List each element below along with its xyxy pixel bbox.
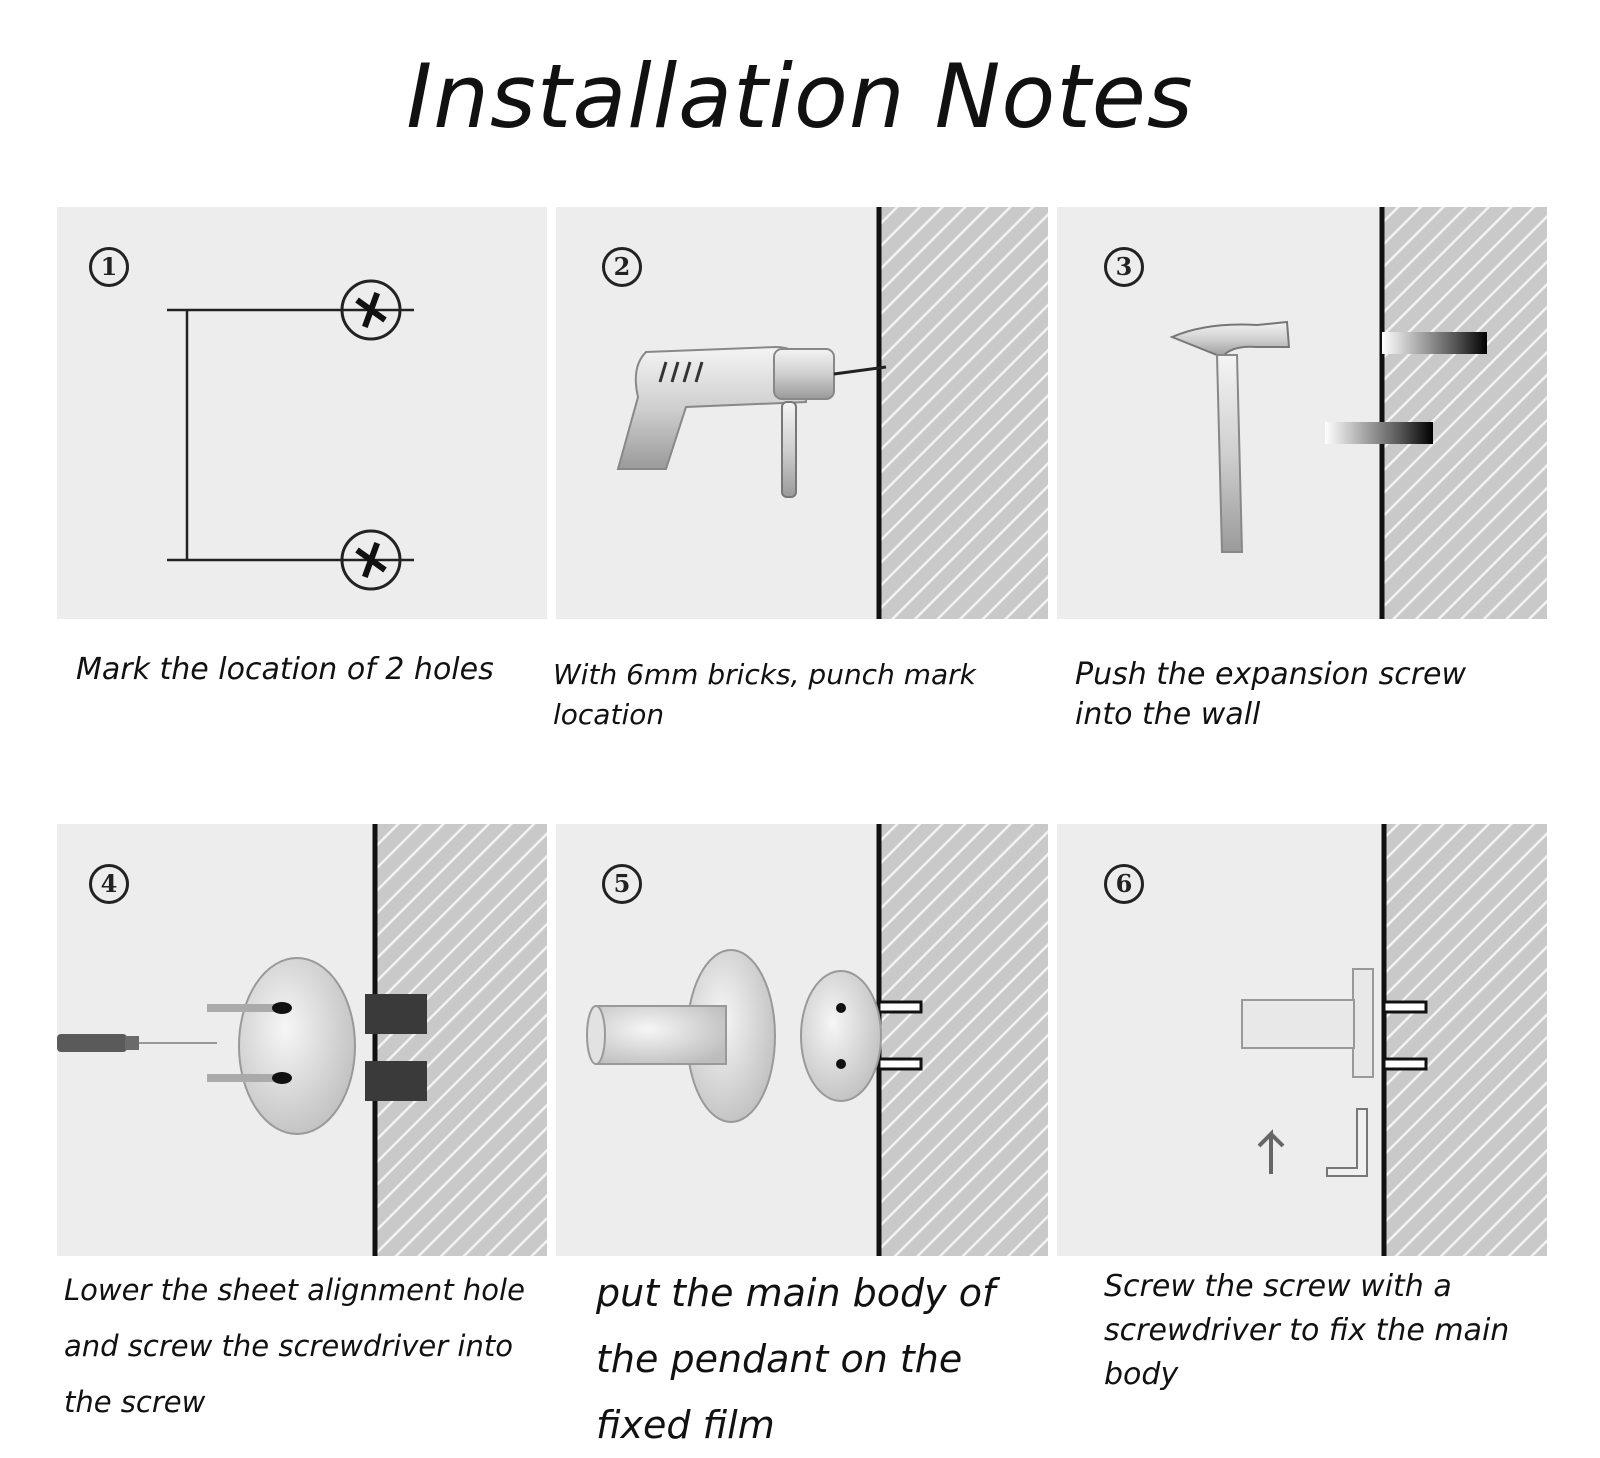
hammer-diagram — [1169, 207, 1547, 619]
mount-plate-icon — [800, 970, 882, 1102]
step-number: 6 — [1104, 864, 1144, 904]
step-6-panel: 6 — [1057, 824, 1547, 1256]
mark-holes-diagram — [167, 279, 414, 591]
allen-key-icon — [1326, 1108, 1368, 1177]
step-1-caption: Mark the location of 2 holes — [76, 652, 494, 687]
mount-plate-icon — [207, 957, 356, 1135]
step-1-panel: 1 — [57, 207, 547, 619]
step-number: 5 — [602, 864, 642, 904]
step-3-caption: Push the expansion screw into the wall — [1075, 657, 1467, 732]
step-2-caption: With 6mm bricks, punch mark location — [553, 658, 976, 731]
screw-mark-icon — [340, 529, 402, 591]
screwdriver-icon — [57, 1034, 217, 1052]
pendant-body-icon — [1241, 968, 1374, 1078]
step-4-panel: 4 — [57, 824, 547, 1256]
screwdriver-diagram — [57, 824, 547, 1256]
arrow-up-icon — [1257, 1129, 1285, 1174]
drill-icon — [616, 345, 887, 498]
step-3-panel: 3 — [1057, 207, 1547, 619]
step-2-panel: 2 — [556, 207, 1048, 619]
hammer-icon — [1169, 320, 1291, 553]
drill-diagram — [616, 207, 1048, 619]
step-number: 2 — [602, 247, 642, 287]
step-5-panel: 5 — [556, 824, 1048, 1256]
mount-body-diagram — [586, 824, 1048, 1256]
step-number: 1 — [89, 247, 129, 287]
pendant-body-icon — [586, 949, 776, 1123]
step-6-caption: Screw the screw with a screwdriver to fi… — [1104, 1269, 1510, 1392]
step-number: 3 — [1104, 247, 1144, 287]
step-4-caption: Lower the sheet alignment hole and screw… — [64, 1273, 525, 1419]
fixed-body-diagram — [1241, 824, 1547, 1256]
step-number: 4 — [89, 864, 129, 904]
page-title: Installation Notes — [406, 45, 1194, 148]
screw-mark-icon — [340, 279, 402, 341]
step-5-caption: put the main body of the pendant on the … — [596, 1271, 996, 1447]
